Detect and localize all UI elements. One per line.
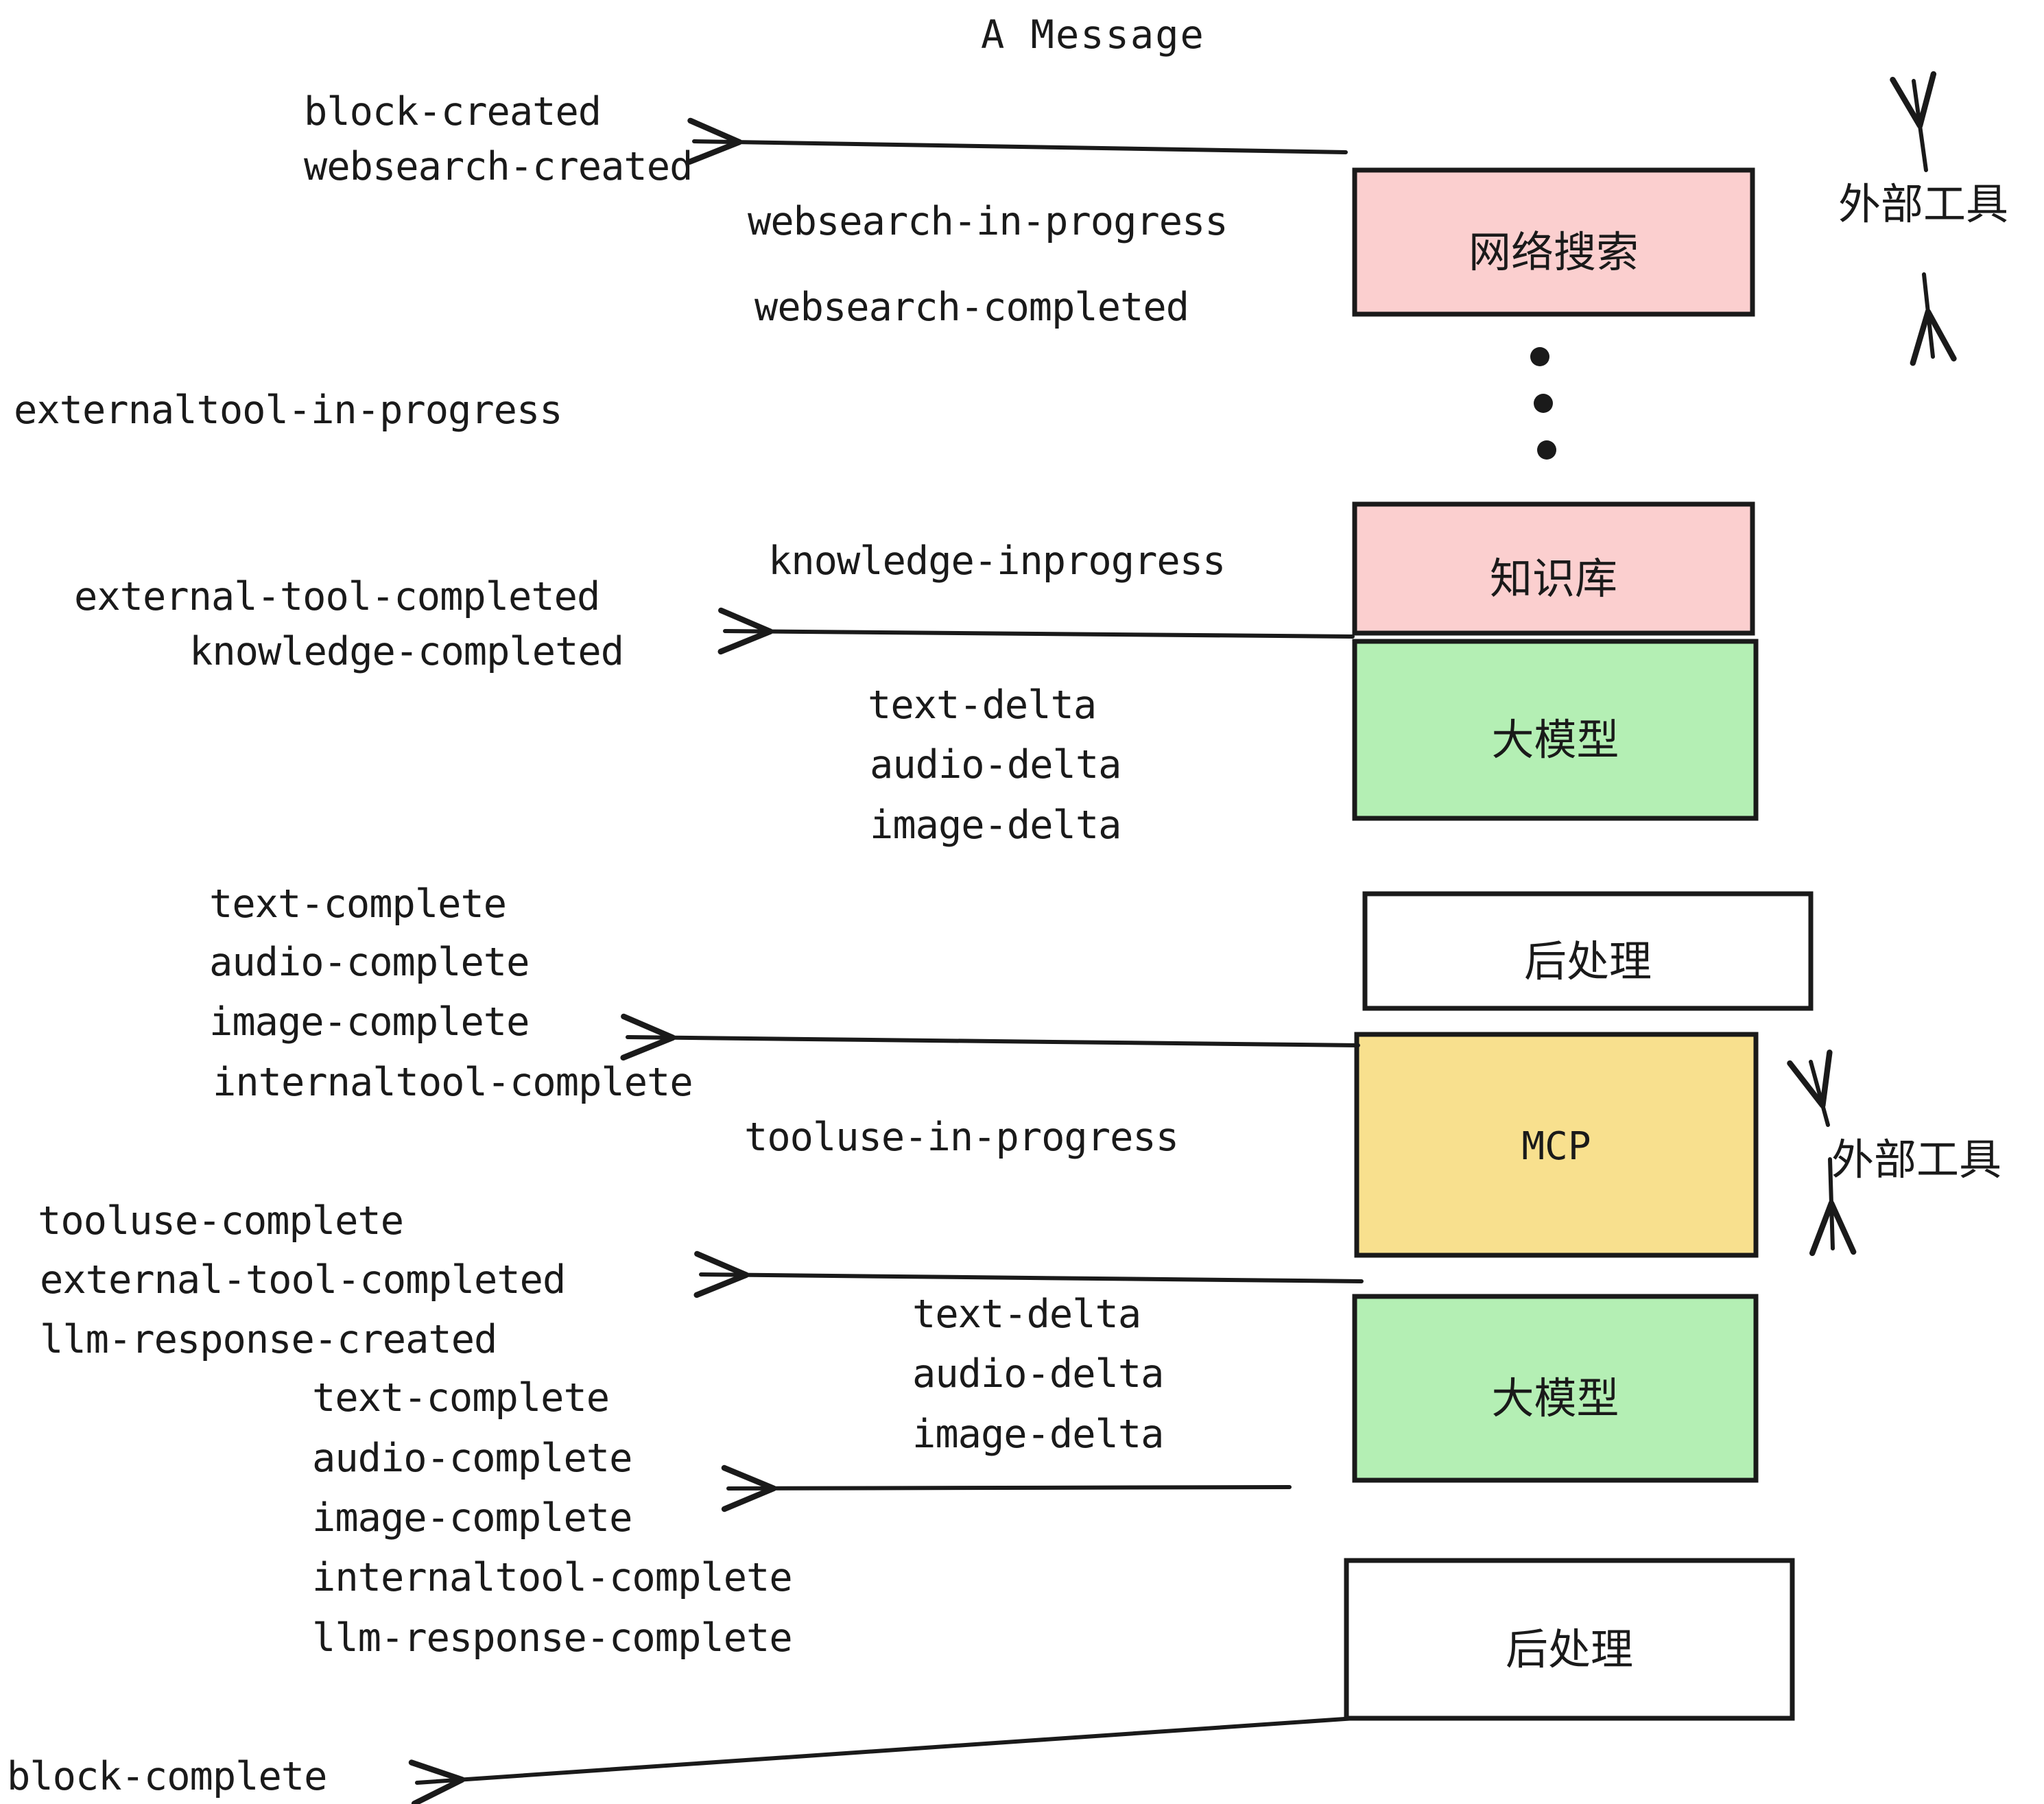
event-label-block-created: block-created bbox=[304, 89, 602, 134]
external-tool-top-arrow-down-icon bbox=[1910, 272, 1957, 366]
image-complete-arrow bbox=[620, 1013, 1360, 1061]
event-label-text-complete-2: text-complete bbox=[312, 1375, 610, 1421]
side-arrows-layer bbox=[1787, 71, 1957, 1257]
event-label-knowledge-inprogress: knowledge-inprogress bbox=[768, 538, 1226, 584]
event-label-image-delta-2: image-delta bbox=[912, 1412, 1164, 1457]
external-tool-bottom-arrow-up-icon bbox=[1787, 1049, 1833, 1127]
box-llm-second bbox=[1352, 1294, 1759, 1483]
page-title: A Message bbox=[981, 12, 1205, 58]
ellipsis-dot-1 bbox=[1530, 347, 1549, 366]
event-label-llm-response-created: llm-response-created bbox=[40, 1317, 497, 1362]
event-label-audio-complete-1: audio-complete bbox=[209, 940, 530, 985]
audio-complete-arrow bbox=[721, 1464, 1292, 1512]
event-label-llm-response-complete: llm-response-complete bbox=[312, 1615, 793, 1661]
event-label-image-delta-1: image-delta bbox=[870, 803, 1121, 848]
event-label-websearch-completed: websearch-completed bbox=[754, 285, 1189, 330]
event-label-externaltool-in-progress: externaltool-in-progress bbox=[14, 388, 563, 433]
external-tool-top-arrow-up-icon bbox=[1890, 71, 1937, 172]
ellipsis-dots-layer bbox=[1530, 347, 1556, 460]
box-postprocess-2 bbox=[1344, 1558, 1795, 1721]
event-label-internaltool-complete-1: internaltool-complete bbox=[213, 1060, 693, 1105]
block-created-arrow bbox=[687, 117, 1348, 165]
boxes-layer bbox=[1344, 167, 1814, 1721]
box-label-llm-first: 大模型 bbox=[1491, 715, 1619, 765]
box-label-llm-second: 大模型 bbox=[1491, 1373, 1619, 1423]
external-tool-bottom-arrow-down-icon bbox=[1809, 1157, 1857, 1257]
box-websearch bbox=[1352, 167, 1755, 317]
ellipsis-dot-3 bbox=[1537, 440, 1556, 460]
side-label-external-tool-bottom: 外部工具 bbox=[1831, 1135, 2002, 1185]
event-label-websearch-created: websearch-created bbox=[304, 144, 693, 189]
event-label-text-complete-1: text-complete bbox=[209, 881, 507, 927]
event-label-tooluse-in-progress: tooluse-in-progress bbox=[744, 1115, 1179, 1160]
box-mcp bbox=[1354, 1032, 1759, 1258]
arrows-layer bbox=[408, 117, 1364, 1804]
event-label-text-delta-1: text-delta bbox=[868, 683, 1097, 728]
event-label-tooluse-complete: tooluse-complete bbox=[38, 1198, 404, 1244]
event-label-external-tool-completed-2: external-tool-completed bbox=[40, 1257, 566, 1303]
box-label-mcp: MCP bbox=[1521, 1124, 1591, 1169]
event-label-audio-delta-1: audio-delta bbox=[870, 742, 1121, 787]
event-label-audio-complete-2: audio-complete bbox=[312, 1436, 632, 1481]
event-label-knowledge-completed: knowledge-completed bbox=[189, 629, 624, 674]
knowledge-completed-arrow bbox=[717, 607, 1355, 655]
event-label-text-delta-2: text-delta bbox=[912, 1292, 1141, 1337]
box-knowledge bbox=[1352, 501, 1755, 636]
event-label-audio-delta-2: audio-delta bbox=[912, 1351, 1164, 1397]
box-label-postprocess-2: 后处理 bbox=[1505, 1624, 1633, 1674]
box-label-websearch: 网络搜索 bbox=[1468, 227, 1639, 277]
block-complete-arrow bbox=[408, 1716, 1357, 1804]
event-label-image-complete-2: image-complete bbox=[312, 1495, 632, 1541]
toolusecomplete-arrow bbox=[693, 1250, 1364, 1298]
event-label-external-tool-completed-1: external-tool-completed bbox=[74, 574, 600, 619]
event-label-internaltool-complete-2: internaltool-complete bbox=[312, 1555, 793, 1600]
ellipsis-dot-2 bbox=[1534, 394, 1553, 413]
box-postprocess-1 bbox=[1362, 891, 1814, 1011]
box-label-postprocess-1: 后处理 bbox=[1523, 936, 1652, 986]
side-label-external-tool-top: 外部工具 bbox=[1838, 179, 2009, 229]
event-label-block-complete: block-complete bbox=[7, 1754, 327, 1799]
event-label-image-complete-1: image-complete bbox=[209, 999, 530, 1045]
box-llm-first bbox=[1352, 639, 1759, 821]
box-label-knowledge: 知识库 bbox=[1489, 554, 1617, 604]
event-label-websearch-in-progress: websearch-in-progress bbox=[748, 199, 1228, 244]
